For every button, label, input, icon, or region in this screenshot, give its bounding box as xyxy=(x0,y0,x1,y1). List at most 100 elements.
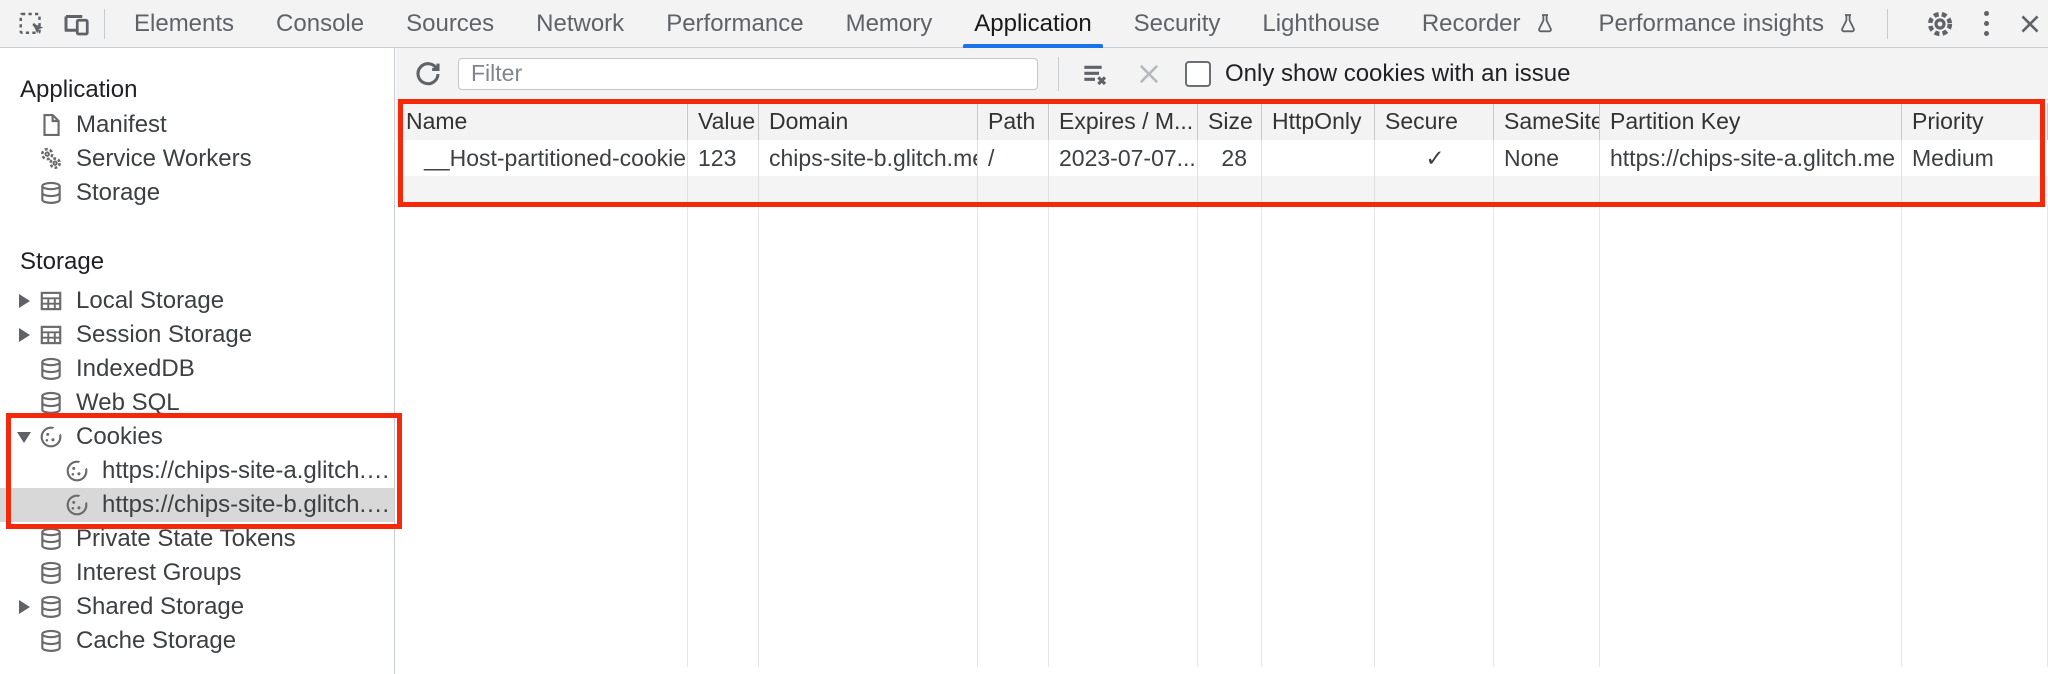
empty-cell xyxy=(1375,176,1494,206)
column-header-expires[interactable]: Expires / M... xyxy=(1049,103,1198,140)
table-icon xyxy=(38,322,64,348)
column-header-httponly[interactable]: HttpOnly xyxy=(1262,103,1375,140)
empty-cell xyxy=(1262,206,1375,667)
sidebar-section-application: Application xyxy=(0,72,394,108)
disclosure-triangle-icon[interactable] xyxy=(14,600,34,614)
service-workers-icon xyxy=(38,146,64,172)
disclosure-triangle-icon[interactable] xyxy=(14,294,34,308)
section-title: Storage xyxy=(20,248,105,275)
inspect-element-icon[interactable] xyxy=(10,4,54,44)
cell-path[interactable]: / xyxy=(978,140,1049,176)
clear-icon-disabled xyxy=(1135,60,1163,88)
tab-network[interactable]: Network xyxy=(515,0,645,48)
sidebar-item-service-workers[interactable]: Service Workers xyxy=(0,142,394,176)
tabbar-right-controls xyxy=(1881,8,2048,40)
sidebar-item-interest-groups[interactable]: Interest Groups xyxy=(0,556,394,590)
clear-filter-icon[interactable] xyxy=(1079,58,1111,90)
empty-cell xyxy=(1902,206,2048,667)
tab-label: Performance insights xyxy=(1598,9,1824,37)
column-header-name[interactable]: Name xyxy=(396,103,688,140)
sidebar-item-local-storage[interactable]: Local Storage xyxy=(0,284,394,318)
empty-table-grid xyxy=(396,206,2048,667)
empty-cell xyxy=(688,206,759,667)
sidebar-item-cookies[interactable]: Cookies xyxy=(0,420,394,454)
sidebar-item-session-storage[interactable]: Session Storage xyxy=(0,318,394,352)
cell-name[interactable]: __Host-partitioned-cookie xyxy=(396,140,688,176)
item-label: Local Storage xyxy=(76,287,225,314)
column-header-partition-key[interactable]: Partition Key xyxy=(1600,103,1902,140)
column-header-samesite[interactable]: SameSite xyxy=(1494,103,1600,140)
tab-elements[interactable]: Elements xyxy=(113,0,255,48)
column-header-secure[interactable]: Secure xyxy=(1375,103,1494,140)
item-label: https://chips-site-a.glitch.me xyxy=(102,457,394,484)
toolbar-divider xyxy=(1058,56,1059,91)
refresh-icon[interactable] xyxy=(410,56,446,92)
device-toolbar-icon[interactable] xyxy=(54,4,98,44)
database-icon xyxy=(38,390,64,416)
tab-label: Network xyxy=(536,9,625,37)
cell-domain[interactable]: chips-site-b.glitch.me xyxy=(759,140,978,176)
cell-samesite[interactable]: None xyxy=(1494,140,1600,176)
tab-performance-insights[interactable]: Performance insights xyxy=(1578,0,1881,48)
tab-application[interactable]: Application xyxy=(953,0,1112,48)
column-header-path[interactable]: Path xyxy=(978,103,1049,140)
disclosure-triangle-icon[interactable] xyxy=(14,328,34,342)
cookie-table-row[interactable]: __Host-partitioned-cookie 123 chips-site… xyxy=(396,140,2048,176)
column-header-size[interactable]: Size xyxy=(1198,103,1262,140)
empty-table-row xyxy=(396,176,2048,206)
empty-cell xyxy=(1262,176,1375,206)
tab-sources[interactable]: Sources xyxy=(385,0,515,48)
tab-lighthouse[interactable]: Lighthouse xyxy=(1241,0,1400,48)
tab-performance[interactable]: Performance xyxy=(645,0,824,48)
item-label: IndexedDB xyxy=(76,355,195,382)
column-header-domain[interactable]: Domain xyxy=(759,103,978,140)
close-icon[interactable] xyxy=(2017,11,2043,37)
empty-cell xyxy=(1494,176,1600,206)
item-label: Web SQL xyxy=(76,389,180,416)
tab-security[interactable]: Security xyxy=(1113,0,1242,48)
sidebar-item-shared-storage[interactable]: Shared Storage xyxy=(0,590,394,624)
tab-memory[interactable]: Memory xyxy=(825,0,954,48)
tab-label: Performance xyxy=(666,9,804,37)
cell-size[interactable]: 28 xyxy=(1198,140,1262,176)
item-label: https://chips-site-b.glitch.me xyxy=(102,491,394,518)
cookie-table-header: Name Value Domain Path Expires / M... Si… xyxy=(396,103,2048,140)
sidebar-item-storage[interactable]: Storage xyxy=(0,176,394,210)
tab-recorder[interactable]: Recorder xyxy=(1401,0,1578,48)
disclosure-triangle-icon[interactable] xyxy=(14,431,34,443)
only-issue-checkbox[interactable] xyxy=(1185,60,1211,87)
cell-httponly[interactable] xyxy=(1262,140,1375,176)
cell-secure[interactable]: ✓ xyxy=(1375,140,1494,176)
tab-label: Memory xyxy=(845,9,933,37)
empty-cell xyxy=(759,176,978,206)
empty-cell xyxy=(396,206,688,667)
more-options-icon[interactable] xyxy=(1983,11,1989,36)
settings-gear-icon[interactable] xyxy=(1924,8,1956,40)
sidebar-item-manifest[interactable]: Manifest xyxy=(0,108,394,142)
sidebar-item-cache-storage[interactable]: Cache Storage xyxy=(0,624,394,658)
sidebar-section-storage: Storage xyxy=(0,244,394,280)
tab-label: Console xyxy=(276,9,365,37)
item-label: Manifest xyxy=(76,111,167,138)
sidebar-item-private-state-tokens[interactable]: Private State Tokens xyxy=(0,522,394,556)
cell-partition-key[interactable]: https://chips-site-a.glitch.me xyxy=(1600,140,1902,176)
only-issue-label: Only show cookies with an issue xyxy=(1225,59,1571,87)
cell-value[interactable]: 123 xyxy=(688,140,759,176)
tabbar-divider xyxy=(1886,8,1888,39)
cell-priority[interactable]: Medium xyxy=(1912,144,1994,171)
column-header-priority[interactable]: Priority xyxy=(1902,103,2048,140)
sidebar-item-web-sql[interactable]: Web SQL xyxy=(0,386,394,420)
cookie-icon xyxy=(38,424,64,450)
document-icon xyxy=(38,112,64,138)
item-label: Interest Groups xyxy=(76,559,242,586)
tab-console[interactable]: Console xyxy=(255,0,385,48)
sidebar-item-cookies-chips-site-b[interactable]: https://chips-site-b.glitch.me xyxy=(0,488,394,522)
column-header-value[interactable]: Value xyxy=(688,103,759,140)
filter-input[interactable] xyxy=(458,57,1038,90)
empty-cell xyxy=(1049,206,1198,667)
section-title: Application xyxy=(20,76,138,103)
sidebar-item-cookies-chips-site-a[interactable]: https://chips-site-a.glitch.me xyxy=(0,454,394,488)
empty-cell xyxy=(1375,206,1494,667)
cell-expires[interactable]: 2023-07-07... xyxy=(1049,140,1198,176)
sidebar-item-indexeddb[interactable]: IndexedDB xyxy=(0,352,394,386)
